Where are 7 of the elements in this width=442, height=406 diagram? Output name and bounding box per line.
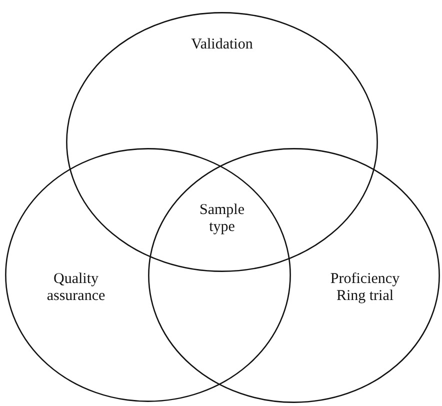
set-label: Validation	[191, 36, 253, 54]
set-label: Proficiency Ring trial	[330, 271, 400, 305]
set-label: Quality assurance	[46, 271, 106, 305]
venn-circle	[148, 148, 440, 403]
venn-circle	[66, 12, 378, 272]
venn-circle	[5, 148, 291, 402]
intersection-label: Sample type	[200, 202, 244, 236]
